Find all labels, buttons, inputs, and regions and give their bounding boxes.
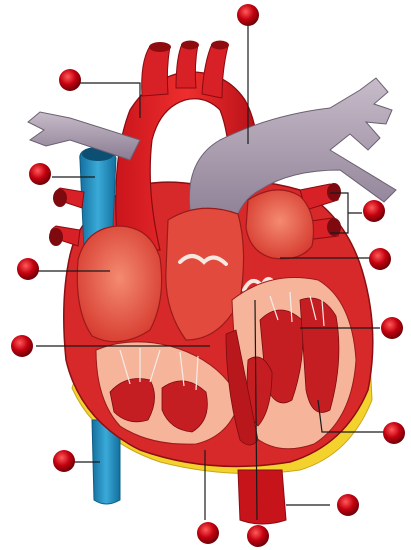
label-marker-9[interactable] (383, 422, 405, 444)
label-marker-8[interactable] (381, 317, 403, 339)
subclavian-opening (211, 41, 229, 50)
pulmonary-vein-upper-opening (327, 183, 341, 201)
common-carotid-artery (176, 44, 198, 88)
label-marker-12[interactable] (197, 522, 219, 544)
right-pulmonary-vein-lower-opening (49, 228, 63, 246)
label-marker-2[interactable] (237, 4, 259, 26)
right-pulmonary-vein-upper-opening (53, 189, 67, 207)
label-marker-11[interactable] (337, 494, 359, 516)
label-marker-7[interactable] (11, 335, 33, 357)
label-marker-4[interactable] (363, 200, 385, 222)
brachiocephalic-artery (142, 46, 170, 96)
descending-aorta (238, 470, 286, 524)
common-carotid-opening (181, 41, 199, 50)
label-marker-10[interactable] (53, 450, 75, 472)
label-marker-1[interactable] (59, 69, 81, 91)
label-marker-13[interactable] (247, 525, 269, 547)
right-atrium (77, 226, 161, 342)
label-marker-5[interactable] (17, 258, 39, 280)
label-marker-6[interactable] (369, 248, 391, 270)
label-marker-3[interactable] (29, 163, 51, 185)
brachiocephalic-opening (149, 42, 171, 52)
left-atrium (246, 190, 314, 259)
